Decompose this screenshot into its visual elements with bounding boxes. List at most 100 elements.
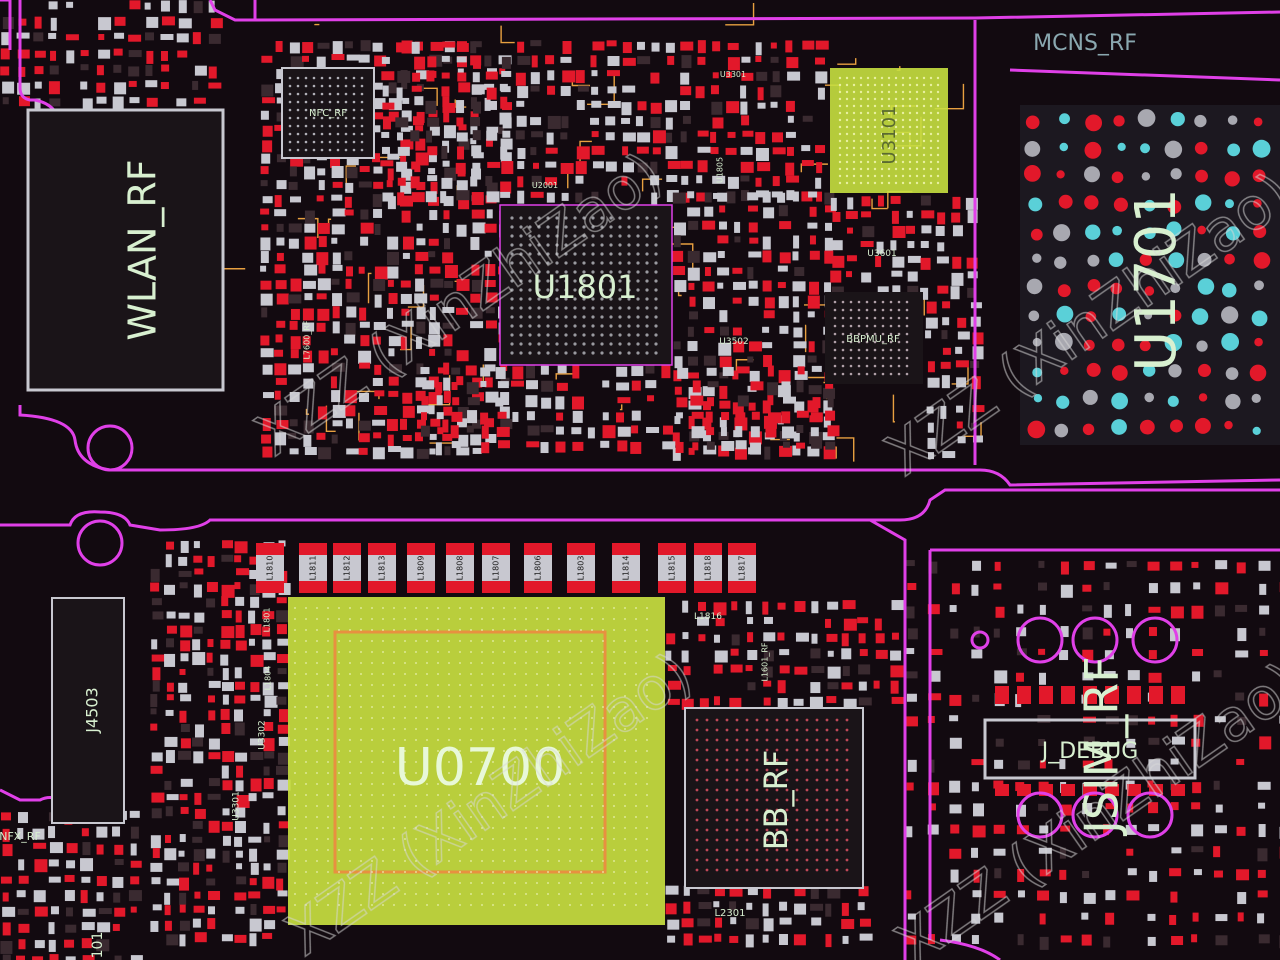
bga-ball [835,728,839,732]
bga-ball [296,140,300,144]
pad [480,412,489,425]
j4503-connector[interactable] [51,597,125,824]
bga-ball [481,882,483,884]
inductor-label: L1811 [309,556,318,581]
pad [130,906,137,913]
bga-ball [591,783,593,785]
bga-ball [294,871,296,873]
u1801-chip[interactable] [499,204,673,366]
bga-ball [296,116,300,120]
label-u0700: U0700 [395,738,565,798]
j-debug-connector[interactable] [983,718,1197,780]
pad [144,32,154,41]
bga-ball [305,640,307,642]
pad [64,939,75,948]
pad [179,877,190,891]
bga-ball [645,315,649,319]
bga-ball [887,118,891,122]
bga-ball [1166,221,1182,237]
inductor-pad [694,581,722,593]
bga-ball [294,827,296,829]
bga-ball [1084,195,1099,210]
pad [456,100,465,114]
bga-ball [880,139,884,143]
bga-ball [841,332,845,336]
bga-ball [785,818,789,822]
pad [344,209,354,216]
bga-ball [635,805,637,807]
pad [607,100,621,108]
inductor-label: L1812 [343,556,352,581]
bga-ball [705,798,709,802]
pad [484,223,497,233]
inductor-label: L1814 [622,556,631,581]
pad [590,55,597,68]
pad [416,307,426,320]
bga-ball [805,808,809,812]
bga-ball [404,640,406,642]
bga-ball [558,893,560,895]
pad [785,131,796,138]
bga-ball [582,270,586,274]
pad [456,278,470,291]
bga-ball [835,808,839,812]
pad [2,828,10,842]
pad [471,209,485,219]
pad [442,252,454,264]
bga-ball [305,849,307,851]
bga-ball [775,728,779,732]
bga-ball [316,673,318,675]
pad [732,402,744,415]
pad [667,680,681,690]
bga-ball [437,662,439,664]
pad [222,835,231,846]
bga-ball [510,252,514,256]
bga-ball [547,739,549,741]
pad [1038,582,1048,591]
bga-ball [852,104,856,108]
bb-rf-chip[interactable] [684,707,864,889]
bga-ball [785,798,789,802]
bga-ball [371,706,373,708]
pad [436,395,443,406]
u1701-chip[interactable] [1020,105,1280,445]
pad [34,66,44,75]
bga-ball [849,316,853,320]
bga-ball [600,288,604,292]
u3101-chip-highlight[interactable] [830,68,948,193]
pad [810,682,821,694]
bga-ball [705,718,709,722]
pad [795,632,809,642]
bga-ball [470,838,472,840]
bga-ball [360,695,362,697]
bga-ball [459,761,461,763]
inductor-pad [299,581,327,593]
pad [547,70,555,81]
pad [591,86,599,95]
pad [560,162,574,174]
pad [1236,758,1245,765]
pad [831,240,843,251]
bga-ball [294,607,296,609]
pad [250,624,262,636]
bga-ball [705,758,709,762]
bbpmu-chip[interactable] [825,292,923,384]
bga-ball [618,270,622,274]
bga-ball [1032,253,1042,263]
bga-ball [470,607,472,609]
pad [793,934,806,946]
pad [808,385,822,395]
bga-ball [1197,363,1212,377]
pad [397,132,404,141]
pad [373,82,383,90]
bga-ball [360,761,362,763]
wlan-chip[interactable] [26,108,225,392]
bga-ball [569,816,571,818]
pad [1061,686,1075,704]
pad [150,568,160,582]
pad [32,956,44,960]
pad [221,626,235,639]
bga-ball [645,225,649,229]
bga-ball [304,132,308,136]
pad [276,906,286,913]
